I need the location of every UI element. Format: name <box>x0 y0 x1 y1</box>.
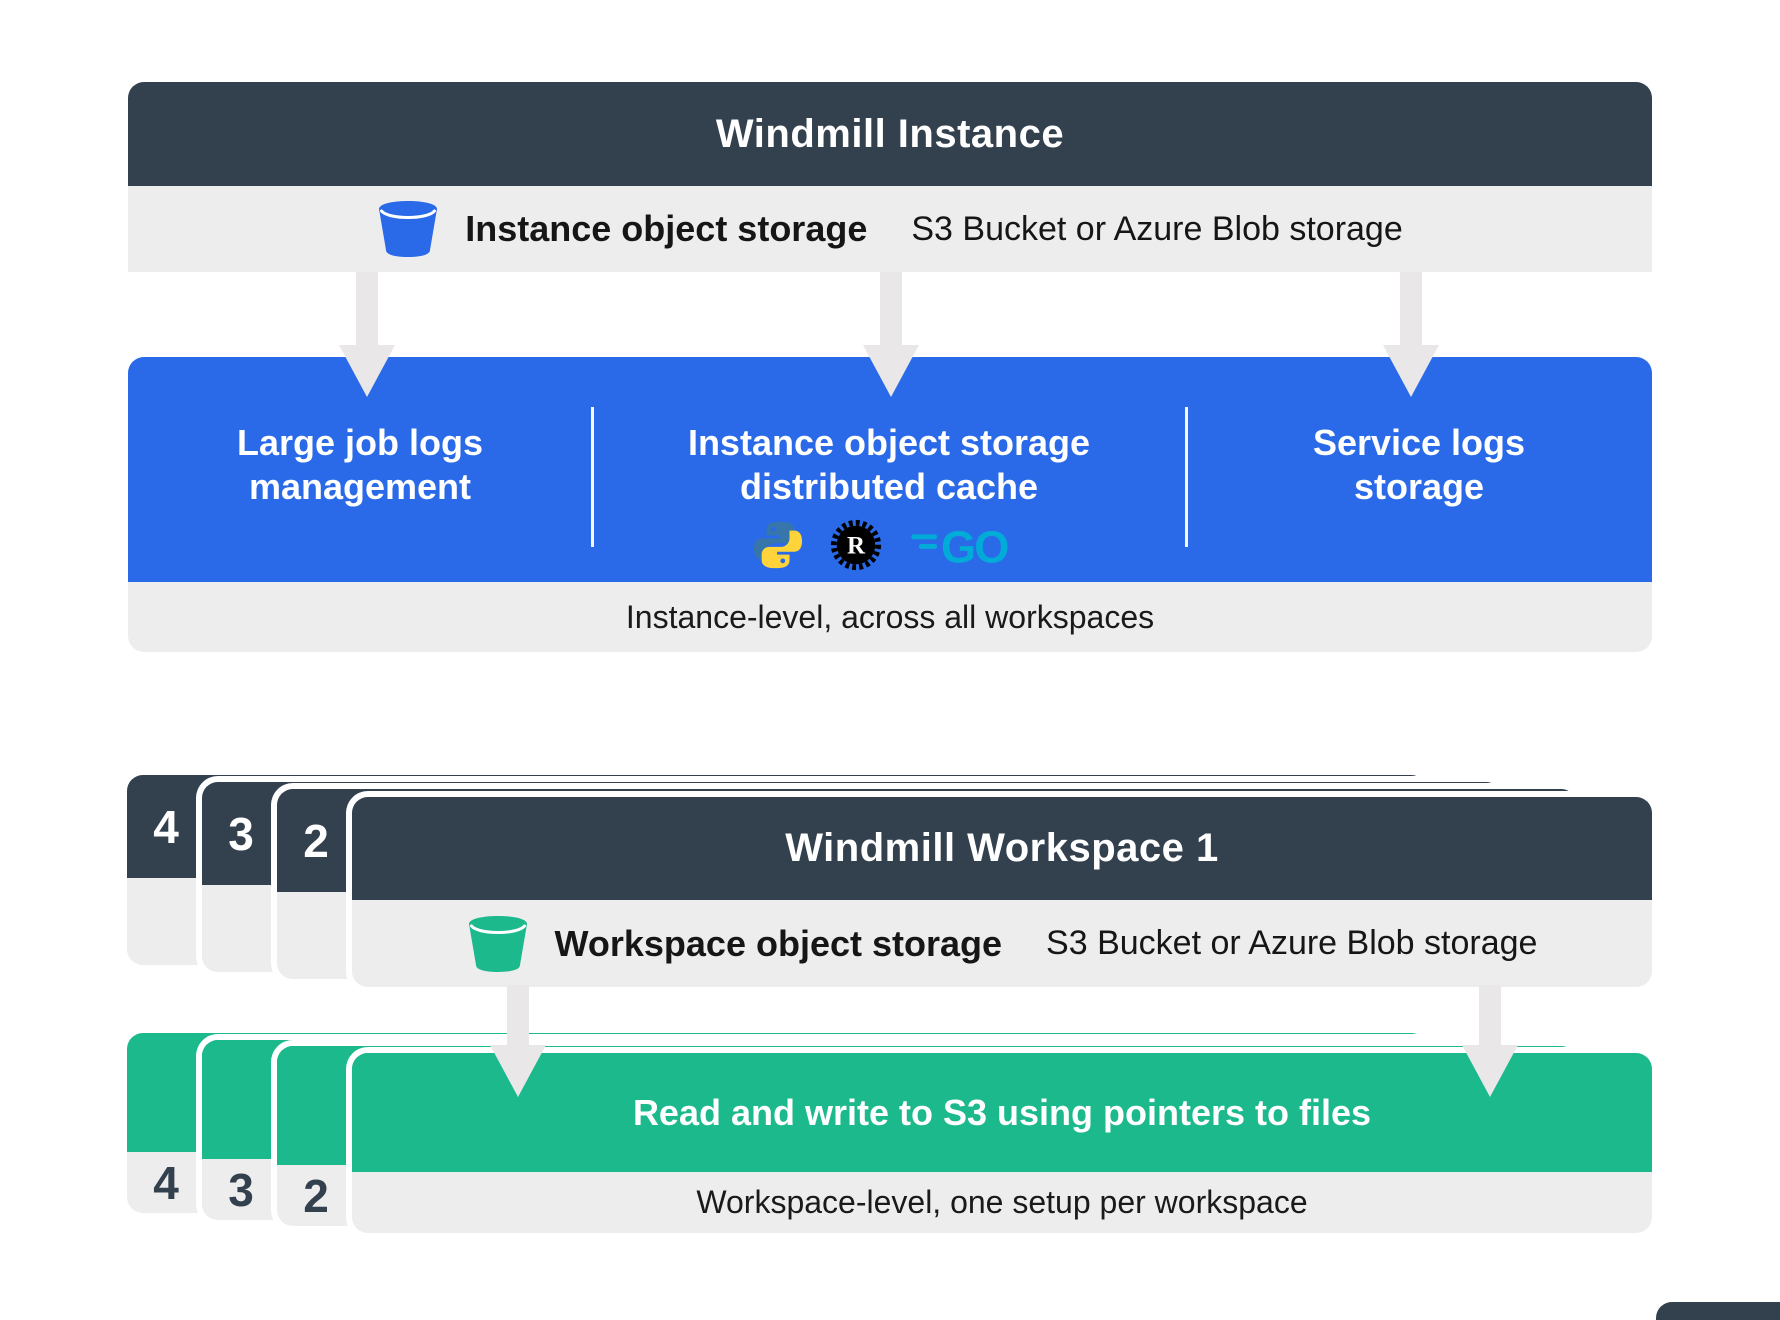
go-icon: GO <box>909 520 1025 570</box>
down-arrow <box>490 985 546 1097</box>
divider <box>591 407 594 547</box>
instance-storage-sublabel: S3 Bucket or Azure Blob storage <box>911 209 1403 248</box>
feature-distributed-cache: Instance object storage distributed cach… <box>592 357 1186 582</box>
green-card-1: Read and write to S3 using pointers to f… <box>352 1053 1652 1233</box>
divider <box>1185 407 1188 547</box>
feature-label: Instance object storage distributed cach… <box>592 421 1186 509</box>
feature-large-job-logs: Large job logs management <box>128 357 592 582</box>
feature-label: Large job logs management <box>128 421 592 509</box>
bucket-icon <box>467 915 529 973</box>
down-arrow <box>1462 985 1518 1097</box>
instance-title: Windmill Instance <box>715 111 1065 156</box>
language-icons: R GO <box>592 515 1186 575</box>
green-action-title: Read and write to S3 using pointers to f… <box>632 1091 1372 1133</box>
instance-footer-text: Instance-level, across all workspaces <box>625 598 1155 635</box>
down-arrow <box>863 272 919 397</box>
instance-storage-label: Instance object storage <box>465 208 868 249</box>
cropped-card-corner <box>1656 1302 1780 1320</box>
instance-footer-bar: Instance-level, across all workspaces <box>128 582 1652 652</box>
workspace-header: Windmill Workspace 1 <box>352 797 1652 900</box>
instance-header: Windmill Instance <box>128 82 1652 186</box>
workspace-storage-row: Workspace object storage S3 Bucket or Az… <box>352 900 1652 987</box>
feature-label: Service logs storage <box>1186 421 1652 509</box>
stack-number-3: 3 <box>228 1163 254 1216</box>
stack-number-3: 3 <box>228 807 254 860</box>
feature-line1: Instance object storage <box>687 422 1091 463</box>
workspace-footer-bar: Workspace-level, one setup per workspace <box>352 1172 1652 1233</box>
svg-text:GO: GO <box>941 521 1008 570</box>
stack-number-4: 4 <box>153 1156 179 1209</box>
stack-number-2: 2 <box>303 1169 329 1222</box>
feature-line1: Large job logs <box>236 422 484 463</box>
feature-line2: management <box>248 466 472 507</box>
feature-service-logs: Service logs storage <box>1186 357 1652 582</box>
bucket-icon <box>377 200 439 258</box>
feature-line2: storage <box>1353 466 1485 507</box>
rust-icon: R <box>829 518 883 572</box>
workspace-card-1: Windmill Workspace 1 Workspace object st… <box>352 797 1652 987</box>
stack-number-2: 2 <box>303 814 329 867</box>
down-arrow <box>1383 272 1439 397</box>
workspace-storage-label: Workspace object storage <box>554 922 1003 964</box>
feature-line1: Service logs <box>1312 422 1526 463</box>
workspace-footer-text: Workspace-level, one setup per workspace <box>696 1184 1308 1220</box>
python-icon <box>753 520 803 570</box>
green-action-bar: Read and write to S3 using pointers to f… <box>352 1053 1652 1172</box>
down-arrow <box>339 272 395 397</box>
workspace-title: Windmill Workspace 1 <box>785 826 1219 870</box>
svg-text:R: R <box>847 533 866 560</box>
feature-line2: distributed cache <box>739 466 1039 507</box>
workspace-storage-sublabel: S3 Bucket or Azure Blob storage <box>1046 924 1538 962</box>
stack-number-4: 4 <box>153 800 179 853</box>
instance-storage-row: Instance object storage S3 Bucket or Azu… <box>128 186 1652 272</box>
